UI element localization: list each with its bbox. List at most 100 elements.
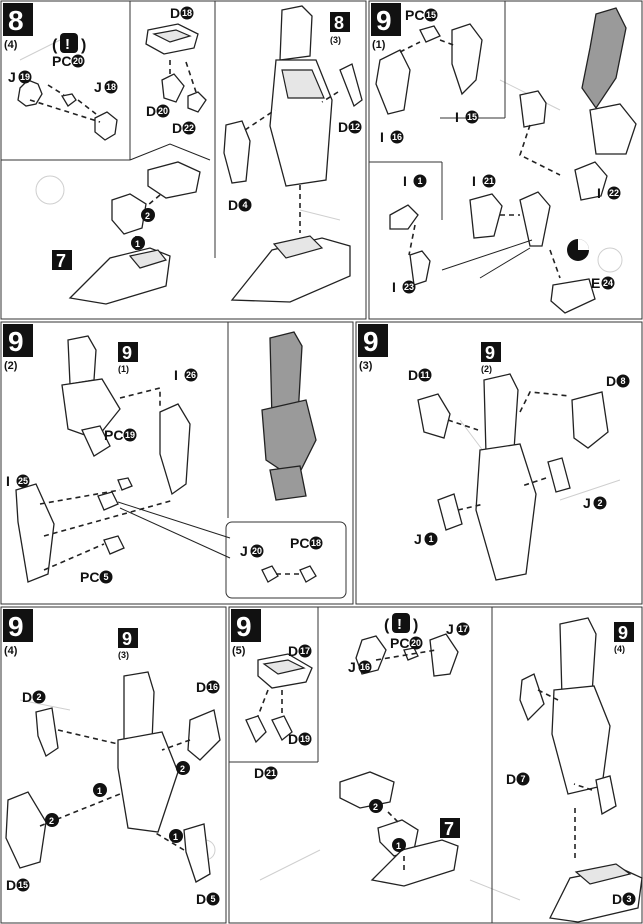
svg-text:9: 9 (485, 343, 495, 363)
part-number-circle (250, 544, 264, 558)
part-letter: D (228, 197, 238, 213)
part-number-circle (622, 892, 636, 906)
svg-text:9: 9 (122, 343, 132, 363)
part-letter: D (408, 367, 418, 383)
svg-text:2: 2 (145, 211, 150, 221)
part-number-circle (413, 174, 427, 188)
part-number-circle (409, 636, 423, 650)
part-number: 20 (411, 638, 421, 648)
part-number: 17 (458, 624, 468, 634)
part-letter: D (288, 731, 298, 747)
part-number: 18 (182, 8, 192, 18)
svg-text:7: 7 (444, 819, 454, 839)
svg-text:9: 9 (618, 623, 628, 643)
part-letter: D (338, 119, 348, 135)
svg-text:1: 1 (173, 832, 178, 842)
part-number-circle (123, 428, 137, 442)
svg-text:8: 8 (334, 13, 344, 33)
part-number-circle (156, 104, 170, 118)
part-number-circle (601, 276, 615, 290)
svg-text:9: 9 (122, 629, 132, 649)
svg-text:1: 1 (97, 786, 102, 796)
step-sub: (1) (372, 39, 386, 51)
part-letter: I (403, 173, 407, 189)
svg-text:2: 2 (180, 764, 185, 774)
part-number-circle (104, 80, 118, 94)
part-number: 5 (210, 894, 215, 904)
part-letter: D (172, 120, 182, 136)
part-number-circle (418, 368, 432, 382)
step-sub: (4) (4, 645, 18, 657)
step-number: 9 (236, 611, 252, 642)
part-number: 15 (18, 880, 28, 890)
part-number-circle (206, 680, 220, 694)
part-letter: I (6, 473, 10, 489)
part-number: 20 (73, 56, 83, 66)
part-letter: PC (390, 635, 409, 651)
step-header-9-4: 9 (4) (3, 609, 33, 657)
panel-9-2-drawings (15, 331, 317, 583)
part-number: 19 (125, 430, 135, 440)
ref-badge-9-2: 9 (2) (481, 342, 501, 374)
part-letter: D (606, 373, 616, 389)
part-letter: J (240, 543, 248, 559)
part-letter: D (612, 891, 622, 907)
part-number: 16 (360, 662, 370, 672)
part-number-circle (180, 6, 194, 20)
part-number: 22 (609, 188, 619, 198)
part-number-circle (16, 474, 30, 488)
part-number: 5 (103, 572, 108, 582)
part-number: 21 (484, 176, 494, 186)
part-letter: D (196, 679, 206, 695)
part-letter: D (254, 765, 264, 781)
part-number: 16 (392, 132, 402, 142)
panel-9-5-drawings (245, 617, 643, 923)
part-number: 22 (184, 123, 194, 133)
ref-badge-8-3: 8 (3) (330, 12, 350, 45)
order-markers: 2 1 2 2 1 1 2 1 (45, 208, 406, 852)
part-letter: D (170, 5, 180, 21)
part-number: 2 (36, 692, 41, 702)
part-letter: J (583, 495, 591, 511)
step-header-8-4: 8 (4) (3, 3, 33, 51)
step-header-9-5: 9 (5) (231, 609, 261, 657)
svg-text:(: ( (384, 617, 390, 634)
step-header-9-2: 9 (2) (3, 324, 33, 372)
svg-text:!: ! (397, 616, 402, 633)
warning-mark-8: ( ! ) (52, 33, 86, 54)
part-letter: D (6, 877, 16, 893)
part-number: 19 (300, 734, 310, 744)
step-sub: (3) (359, 360, 373, 372)
part-number-circle (516, 772, 530, 786)
panel-8-4-drawings (17, 5, 363, 305)
part-number: 12 (350, 122, 360, 132)
part-number: 21 (266, 768, 276, 778)
part-letter: I (174, 367, 178, 383)
part-letter: PC (405, 7, 424, 23)
part-number: 19 (20, 72, 30, 82)
part-letter: I (380, 129, 384, 145)
